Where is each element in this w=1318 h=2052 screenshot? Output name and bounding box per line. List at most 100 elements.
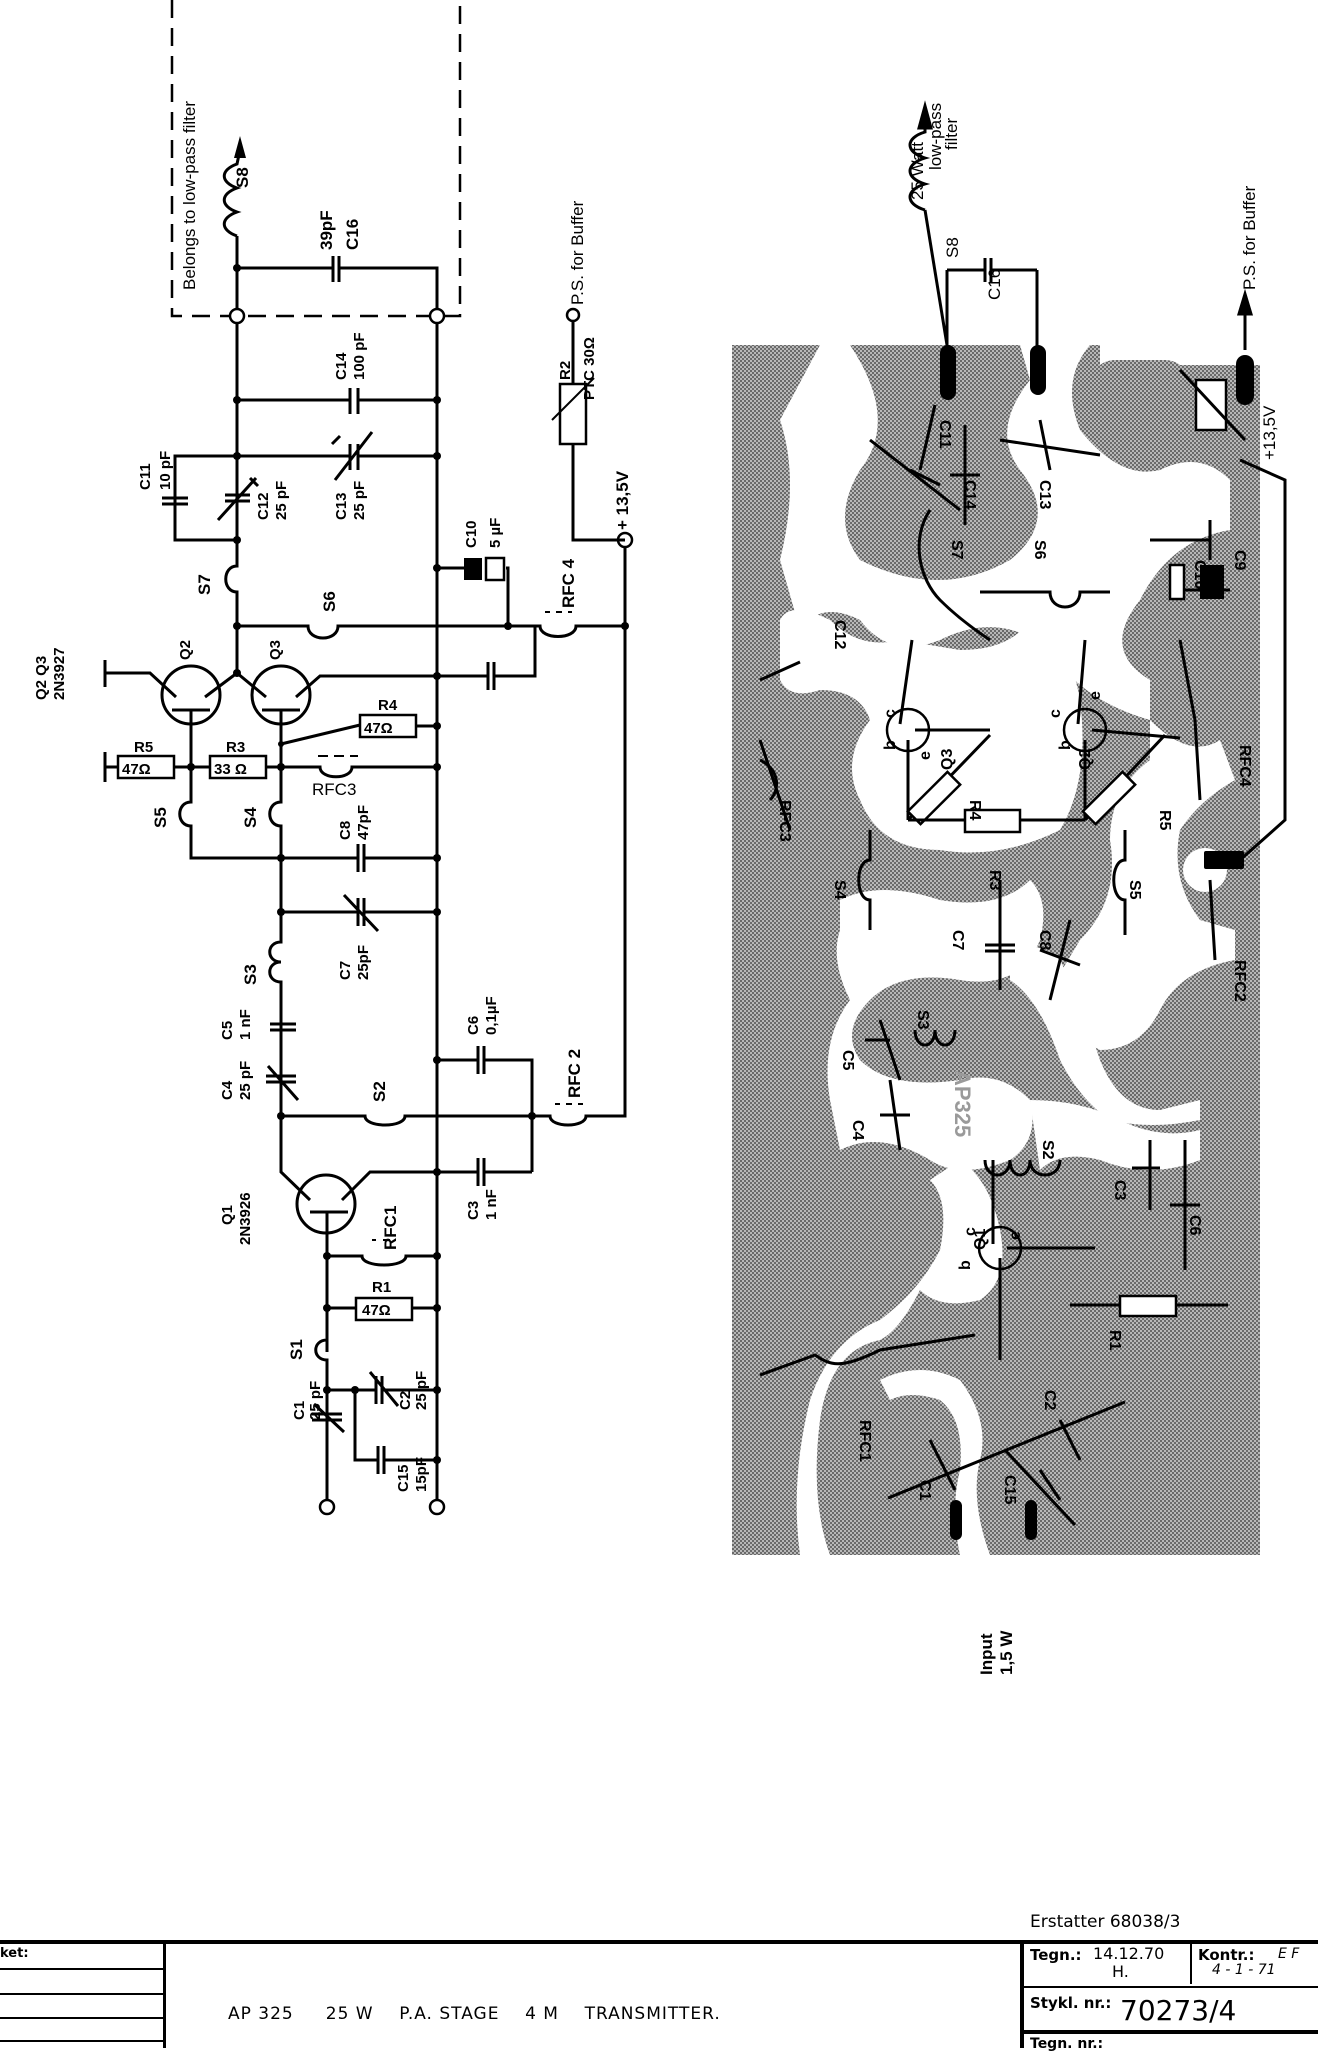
pcb-layout: [732, 100, 1318, 1555]
label-c7-value: 25pF: [355, 945, 372, 980]
pcb-label-supply: +13,5V: [1260, 405, 1279, 460]
pcb-label-c10: C10: [1191, 560, 1208, 589]
label-s1: S1: [287, 1339, 306, 1360]
label-c11: C11: [137, 463, 154, 490]
checked-by: E F: [1278, 1946, 1300, 1962]
pcb-label-c13: C13: [1036, 480, 1053, 509]
pcb-label-c3: C3: [1111, 1180, 1128, 1201]
label-q3: Q3: [267, 640, 284, 660]
label-rfc2: RFC 2: [565, 1049, 584, 1098]
label-s7: S7: [195, 574, 214, 595]
label-c7: C7: [337, 961, 354, 980]
label-c14: C14: [333, 352, 350, 380]
pcb-label-q2: Q2: [1077, 749, 1094, 770]
label-c1: C1: [291, 1401, 308, 1420]
pcb-label-c5: C5: [839, 1050, 856, 1071]
pcb-label-c15: C15: [1001, 1475, 1018, 1504]
pcb-label-output-2: low-pass: [926, 103, 945, 170]
label-supply: + 13,5V: [613, 470, 632, 530]
checked-date: 4 - 1 - 71: [1212, 1962, 1276, 1978]
pcb-pin-e: e: [917, 751, 934, 760]
label-c4: C4: [219, 1080, 236, 1100]
pcb-pin-b: b: [882, 740, 899, 750]
pcb-label-output-1: 25 Watt: [908, 142, 927, 200]
pcb-label-s6: S6: [1031, 540, 1048, 560]
label-c6-value: 0,1µF: [483, 996, 500, 1035]
label-c15-value: 15pF: [413, 1457, 430, 1492]
label-c3-value: 1 nF: [483, 1189, 500, 1220]
pcb-label-output-3: filter: [942, 118, 961, 150]
label-c8-value: 47pF: [355, 805, 372, 840]
drawing-number-label: Tegn. nr.:: [1030, 2036, 1104, 2052]
parts-list-label: Stykl. nr.:: [1030, 1994, 1112, 2012]
pcb-label-rfc3: RFC3: [776, 800, 793, 842]
pcb-label-c14: C14: [961, 480, 978, 509]
pcb-labels: 25 Watt low-pass filter S8 C16 P.S. for …: [776, 103, 1279, 1675]
pcb-label-s8: S8: [943, 237, 962, 258]
pcb-label-rfc1: RFC1: [856, 1420, 873, 1462]
label-c15: C15: [395, 1464, 412, 1492]
label-q2q3-type: 2N3927: [51, 647, 68, 700]
pcb-label-c12: C12: [831, 620, 848, 649]
pcb-pin-c-q1: c: [962, 1227, 979, 1236]
checked-label: Kontr.:: [1198, 1946, 1255, 1964]
label-c11-value: 10 pF: [157, 451, 174, 490]
pcb-pin-b-q1: b: [957, 1260, 974, 1270]
replaces-note: Erstatter 68038/3: [1030, 1912, 1181, 1932]
pcb-label-rfc4: RFC4: [1236, 745, 1253, 787]
pcb-label-q3: Q3: [939, 749, 956, 770]
pcb-label-r3: R3: [986, 870, 1003, 891]
label-r3-value: 33 Ω: [214, 761, 247, 778]
left-header: ket:: [0, 1946, 29, 1961]
pcb-label-c2: C2: [1041, 1390, 1058, 1411]
pcb-label-rfc2: RFC2: [1231, 960, 1248, 1002]
label-q1-type: 2N3926: [237, 1192, 254, 1245]
label-c10: C10: [463, 520, 480, 548]
label-q2q3: Q2 Q3: [33, 656, 50, 700]
label-r1: R1: [372, 1279, 391, 1296]
label-c5-value: 1 nF: [237, 1009, 254, 1040]
label-c8: C8: [337, 821, 354, 840]
pcb-label-s7: S7: [948, 540, 965, 560]
label-c13: C13: [333, 492, 350, 520]
pcb-pin-c: c: [882, 709, 899, 718]
input-power: 1,5 W: [997, 1630, 1016, 1675]
pcb-board-mark: AP325: [950, 1070, 975, 1137]
label-ps-buffer: P.S. for Buffer: [568, 200, 587, 305]
pcb-label-c9: C9: [1231, 550, 1248, 571]
label-r3: R3: [226, 739, 245, 756]
pcb-label-s5: S5: [1126, 880, 1143, 900]
drawn-by: H.: [1112, 1962, 1129, 1981]
label-r5: R5: [134, 739, 153, 756]
label-c12: C12: [255, 492, 272, 520]
pcb-pin-e-q2: e: [1087, 691, 1104, 700]
label-c3: C3: [465, 1201, 482, 1220]
label-s4: S4: [241, 807, 260, 828]
pcb-label-c8: C8: [1036, 930, 1053, 951]
pcb-label-r5: R5: [1156, 810, 1173, 831]
input-label: Input: [977, 1633, 996, 1675]
pcb-label-c11: C11: [936, 420, 953, 449]
parts-list-number: 70273/4: [1120, 1994, 1237, 2027]
label-rfc4: RFC 4: [559, 558, 578, 608]
pcb-label-c6: C6: [1186, 1215, 1203, 1236]
pcb-label-c7: C7: [949, 930, 966, 951]
label-r2: R2: [557, 361, 574, 380]
label-c2-value: 25 pF: [413, 1371, 430, 1410]
lowpass-box-label: Belongs to low-pass filter: [180, 101, 199, 290]
label-q1: Q1: [219, 1205, 236, 1225]
label-c2: C2: [397, 1391, 414, 1410]
label-r4: R4: [378, 697, 398, 714]
label-c16-value: 39pF: [317, 210, 336, 250]
pcb-label-ps-buffer: P.S. for Buffer: [1240, 185, 1259, 290]
label-r4-value: 47Ω: [364, 720, 393, 737]
pcb-label-r1: R1: [1106, 1330, 1123, 1351]
drawn-date: 14.12.70: [1093, 1944, 1165, 1963]
pcb-label-s3: S3: [914, 1010, 931, 1030]
pcb-label-c4: C4: [849, 1120, 866, 1141]
label-c12-value: 25 pF: [273, 481, 290, 520]
label-c1-value: 25 pF: [307, 1381, 324, 1420]
drawn-label: Tegn.:: [1030, 1946, 1082, 1964]
label-q2: Q2: [177, 640, 194, 660]
